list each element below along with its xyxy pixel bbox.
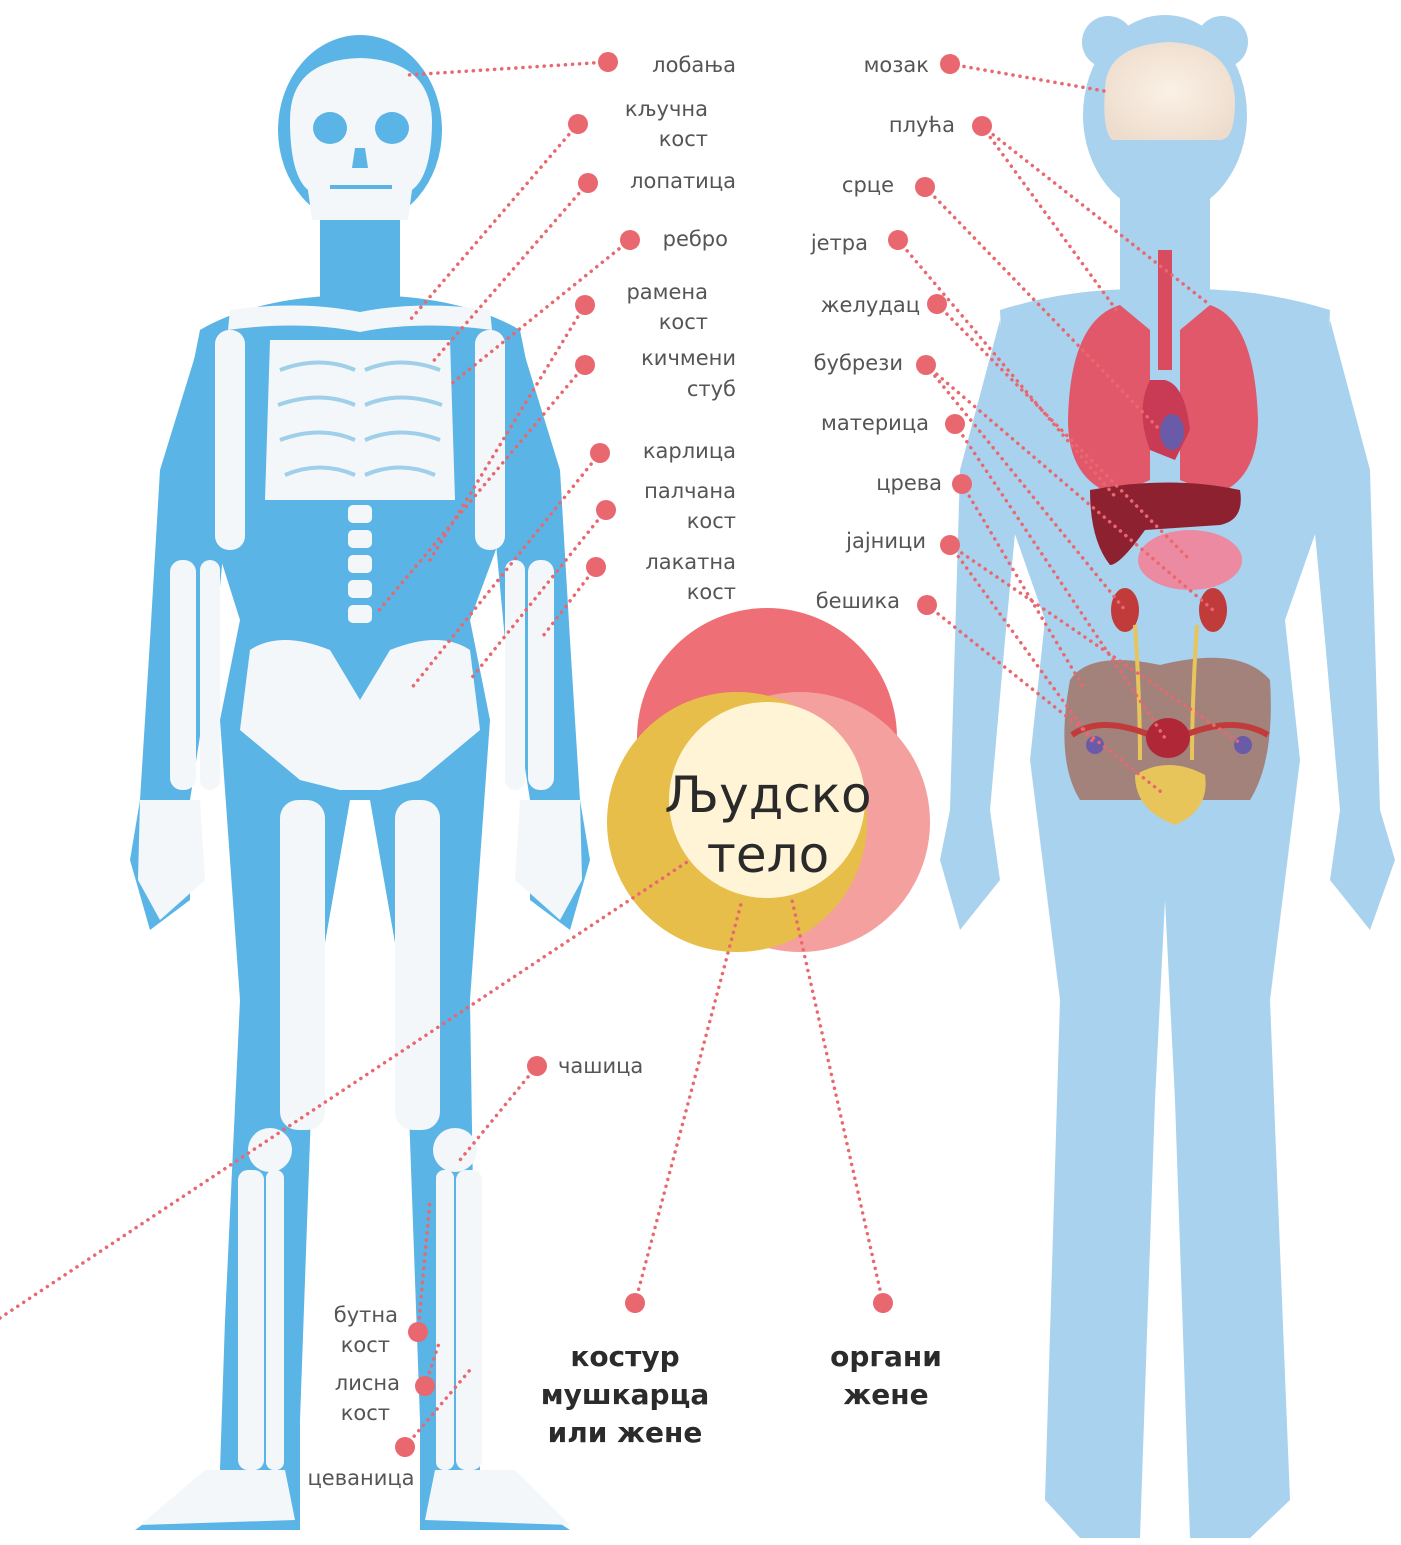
label-humerus-1: рамена [626,280,708,304]
label-radius-2: кост [687,509,736,533]
caption-organs-1: органи [830,1340,942,1373]
label-ulna-1: лакатна [645,550,736,574]
heart-vein [1160,414,1184,450]
right-ovary-organ [1234,736,1252,754]
caption-skeleton-3: или жене [548,1416,703,1449]
organ-labels: мозак плућа срце јетра желудац бубрези м… [810,53,955,613]
category-captions: костур мушкарца или жене органи жене [541,1340,942,1449]
label-pelvis: карлица [643,439,736,463]
label-femur-1: бутна [334,1303,398,1327]
label-femur-2: кост [341,1333,390,1357]
label-patella: чашица [558,1054,643,1078]
label-rib: ребро [663,227,728,251]
uterus-organ [1146,718,1190,758]
label-ulna-2: кост [687,580,736,604]
label-skull: лобања [652,53,736,77]
label-bladder: бешика [816,589,900,613]
label-brain: мозак [864,53,929,77]
label-fibula-2: кост [341,1401,390,1425]
label-radius-1: палчана [644,479,736,503]
label-ovaries: јајници [845,529,926,553]
label-spine-1: кичмени [641,346,736,370]
trachea-organ [1158,250,1172,370]
title-line-1: Људско [664,766,871,824]
label-scapula: лопатица [630,169,736,193]
label-clavicle-1: кључна [625,97,708,121]
skeleton-spine [348,505,372,623]
label-heart: срце [842,173,894,197]
label-humerus-2: кост [659,310,708,334]
caption-skeleton-2: мушкарца [541,1378,709,1411]
caption-organs-2: жене [843,1378,928,1411]
brain-organ [1104,42,1235,140]
label-stomach: желудац [821,293,920,317]
label-fibula-1: лисна [335,1371,400,1395]
label-liver: јетра [810,231,868,255]
label-uterus: материца [821,411,929,435]
label-spine-2: стуб [687,377,736,401]
label-lungs: плућа [889,113,955,137]
label-kidneys: бубрези [814,351,903,375]
label-intestines: црева [876,471,942,495]
caption-skeleton-1: костур [570,1340,679,1373]
title-venn: Људско тело [607,608,930,952]
woman-figure [940,15,1395,1538]
title-line-2: тело [707,826,829,884]
label-tibia: цеваница [308,1466,415,1490]
label-clavicle-2: кост [659,127,708,151]
